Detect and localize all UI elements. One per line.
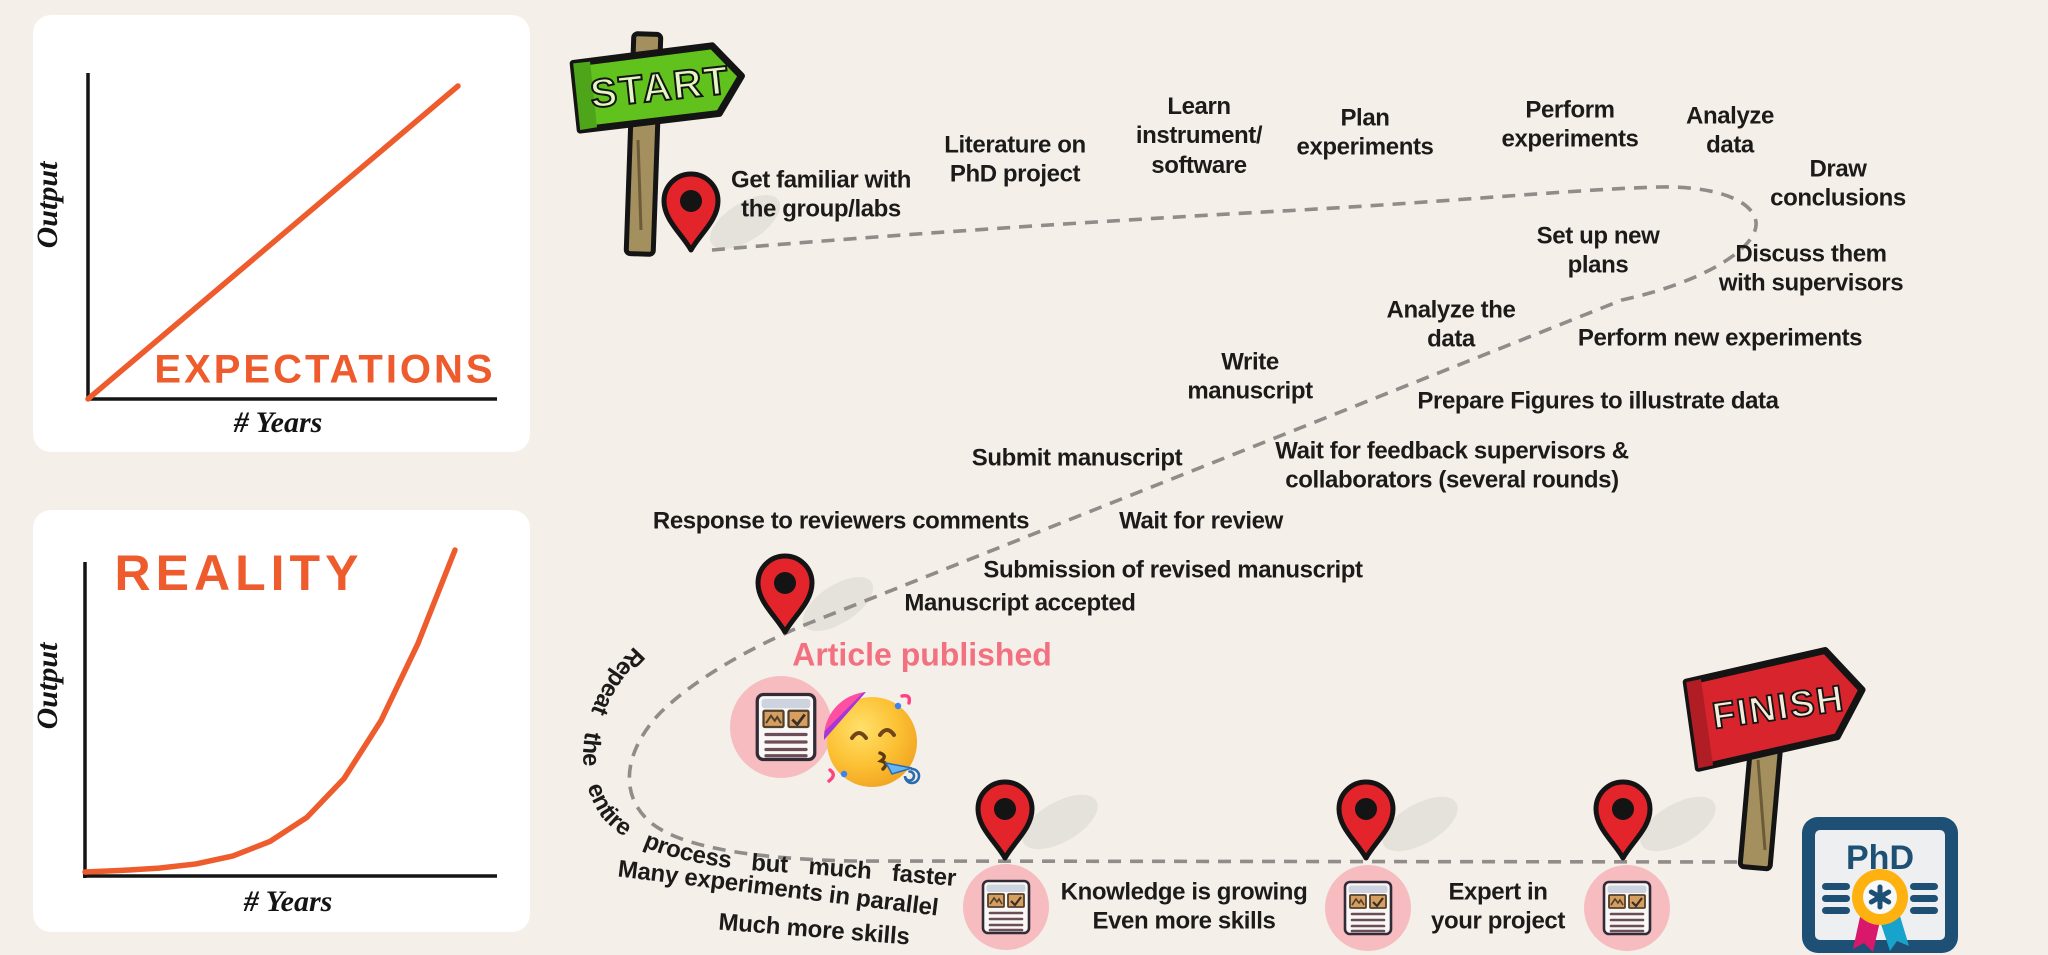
pin-shadow: [1640, 796, 1716, 852]
diploma-text-lines: [1822, 883, 1938, 914]
article-published-label: Article published: [792, 636, 1052, 673]
expectations-chart: [85, 73, 497, 402]
milestone-wait-feedback: Wait for feedback supervisors &collabora…: [1275, 437, 1629, 494]
phd-diploma-icon: PhD: [1802, 817, 1958, 953]
pin-shadows: [709, 195, 1716, 852]
pin-shadow: [709, 195, 781, 249]
knowledge-doc-badge: [963, 864, 1049, 950]
finish-sign: FINISH: [1682, 647, 1866, 872]
party-hat-icon: [823, 692, 866, 740]
pin-shadow: [1382, 796, 1458, 852]
ribbon-pink: [1853, 917, 1880, 952]
pin-shadow: [1022, 794, 1098, 850]
article-doc-badge: [730, 676, 832, 778]
expectations-title: EXPECTATIONS: [154, 347, 496, 392]
map-pin-knowledge: [978, 782, 1032, 858]
reality-title: REALITY: [114, 545, 364, 601]
expectations-chart-card: Output # Years EXPECTATIONS: [31, 15, 530, 452]
milestone-perform-new-experiments: Perform new experiments: [1577, 324, 1863, 352]
map-pin-start: [664, 174, 718, 250]
document-icon: [981, 879, 1031, 935]
document-icon: [755, 692, 817, 762]
expectations-x-label: # Years: [233, 406, 323, 439]
milestone-prepare-figures: Prepare Figures to illustrate data: [1417, 387, 1779, 415]
milestone-wait-for-review: Wait for review: [1119, 507, 1283, 535]
pin-shadow: [802, 577, 874, 631]
start-sign: START: [569, 31, 745, 257]
reality-x-label: # Years: [243, 885, 333, 918]
journey-dashed-path: [627, 185, 1758, 864]
reality-curve: [82, 547, 458, 875]
expectations-line: [85, 83, 461, 402]
reality-chart-card: Output # Years REALITY: [31, 510, 530, 932]
milestone-response-reviewers: Response to reviewers comments: [652, 507, 1030, 535]
milestone-submit-manuscript: Submit manuscript: [971, 444, 1183, 472]
map-pin-final: [1596, 782, 1650, 858]
party-horn-icon: [884, 761, 913, 775]
final-doc-badge: [1584, 865, 1670, 951]
document-icon: [1343, 880, 1393, 936]
expert-doc-badge: [1325, 865, 1411, 951]
party-face-emoji: [823, 692, 921, 787]
document-icon: [1602, 880, 1652, 936]
reality-chart: [82, 547, 497, 878]
milestone-manuscript-accepted: Manuscript accepted: [904, 589, 1136, 617]
milestone-submission-revised: Submission of revised manuscript: [983, 556, 1363, 584]
ribbon-cyan: [1880, 916, 1909, 951]
